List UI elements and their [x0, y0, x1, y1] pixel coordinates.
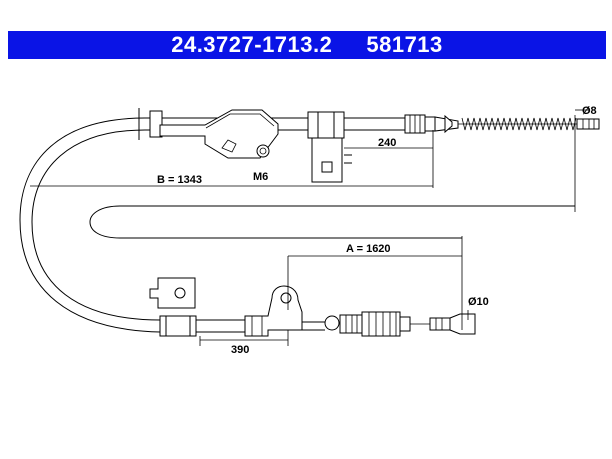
header-band [8, 31, 606, 59]
dim-m6: M6 [253, 171, 268, 183]
dim-a-1620: A = 1620 [346, 243, 391, 255]
dim-b-1343: B = 1343 [157, 174, 202, 186]
cable-loop [19, 117, 575, 333]
dimension-lines [30, 109, 590, 346]
dim-diameter-8: Ø8 [582, 105, 597, 117]
ref-number: 581713 [366, 32, 443, 57]
upper-cable [138, 108, 600, 183]
part-number: 24.3727-1713.2 [171, 32, 333, 57]
lower-cable [149, 277, 476, 337]
header: 24.3727-1713.2 581713 [8, 31, 606, 59]
dim-390: 390 [231, 344, 249, 356]
dim-240: 240 [378, 137, 396, 149]
dim-diameter-10: Ø10 [468, 296, 489, 308]
